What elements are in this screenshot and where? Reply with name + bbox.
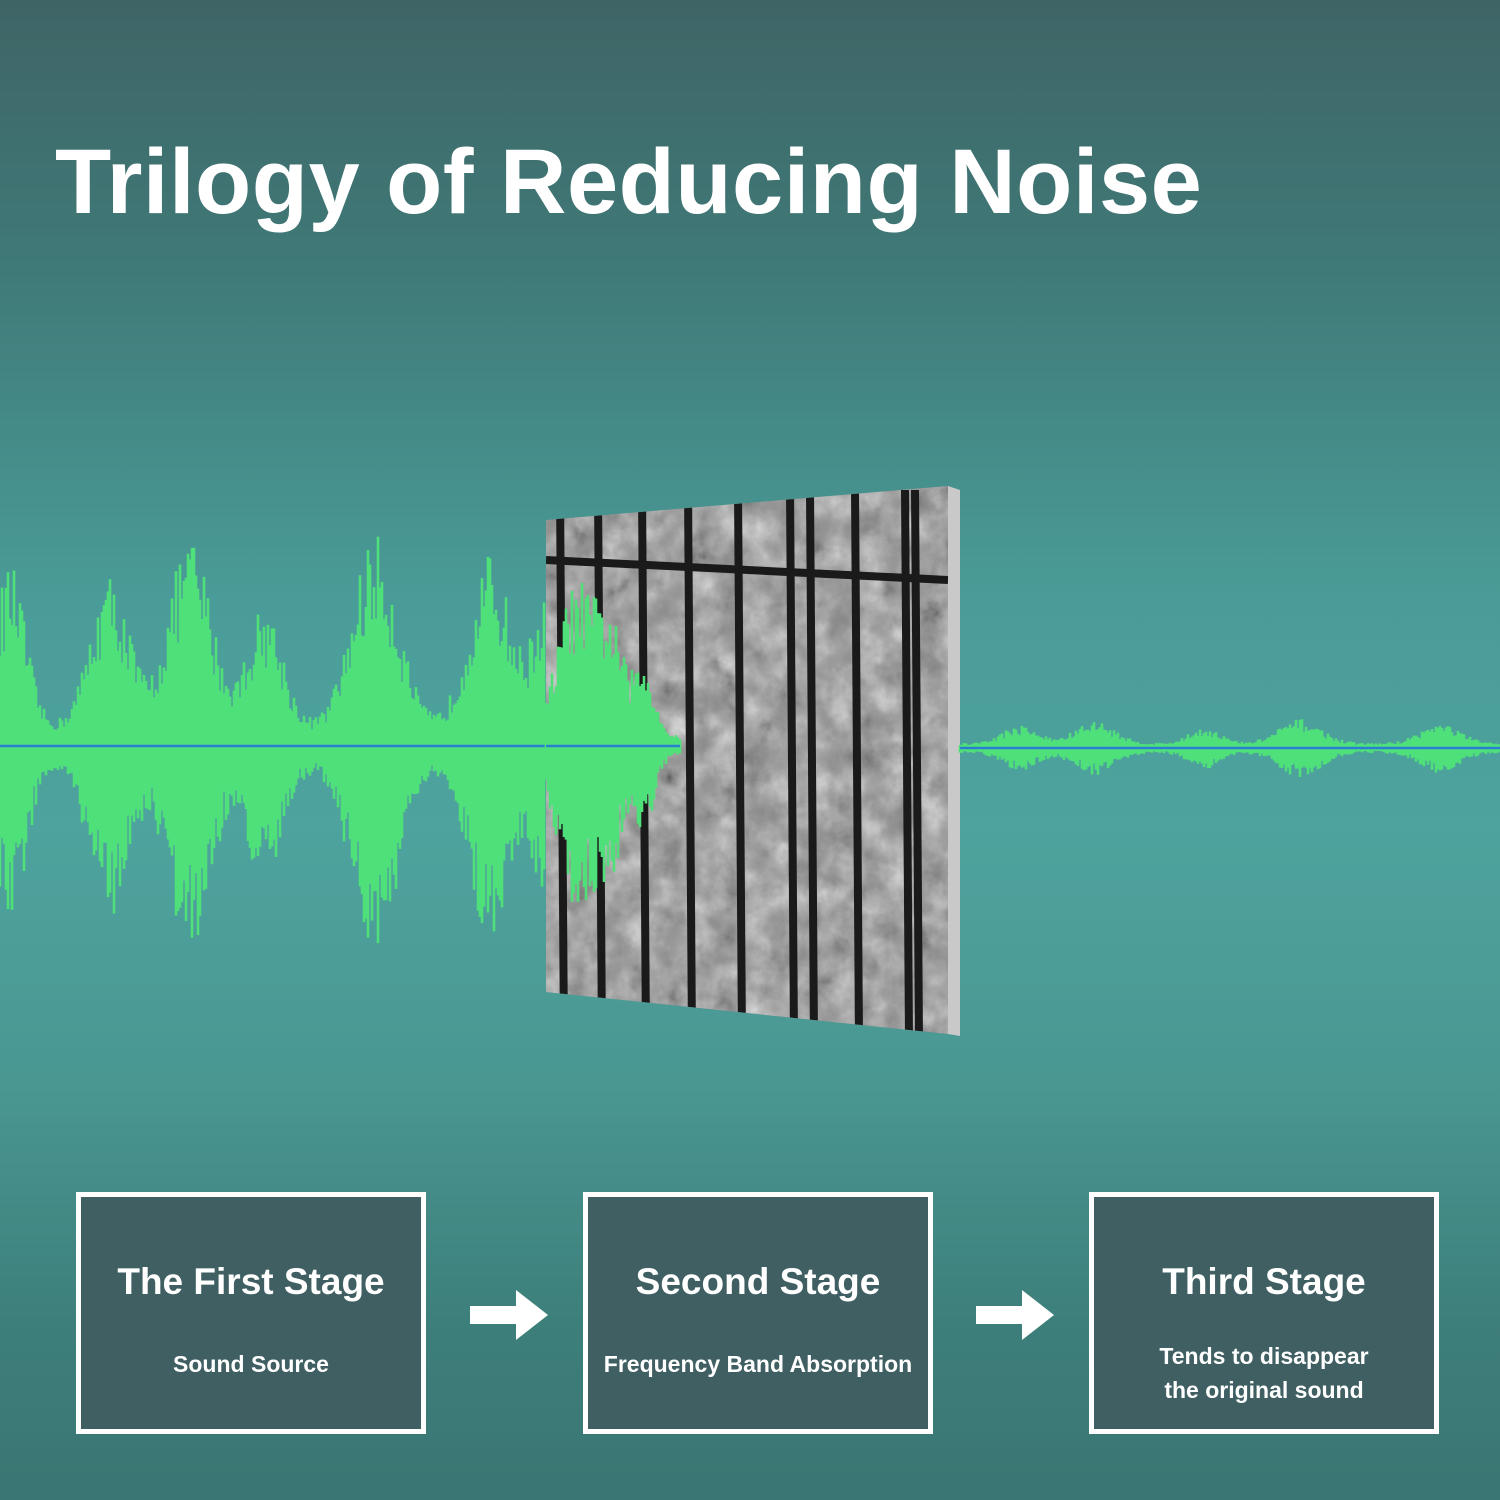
loud-sound-waveform bbox=[0, 536, 546, 944]
panel-texture-bar bbox=[684, 489, 696, 1034]
panel-face bbox=[546, 486, 948, 1034]
right-arrow-icon bbox=[976, 1290, 1054, 1340]
panel-texture-bar bbox=[734, 489, 746, 1034]
stage-description: Tends to disappear the original sound bbox=[1094, 1339, 1434, 1407]
panel-texture-bar bbox=[786, 489, 798, 1034]
panel-texture-bar bbox=[851, 489, 863, 1034]
panel-texture-bar bbox=[546, 556, 948, 584]
panel-texture-bar bbox=[911, 489, 923, 1034]
panel-texture-bar bbox=[901, 489, 913, 1034]
page-title: Trilogy of Reducing Noise bbox=[55, 131, 1203, 233]
stage-box-second: Second Stage Frequency Band Absorption bbox=[583, 1192, 933, 1434]
stage-title: Second Stage bbox=[635, 1261, 881, 1302]
stage-title: The First Stage bbox=[117, 1261, 385, 1302]
stage-title: Third Stage bbox=[1162, 1261, 1366, 1302]
panel-texture-bar bbox=[806, 489, 818, 1034]
stage-description-line: Tends to disappear bbox=[1159, 1343, 1369, 1369]
stage-description: Sound Source bbox=[173, 1351, 329, 1377]
panel-edge bbox=[948, 486, 960, 1036]
stage-box-third: Third Stage Tends to disappear the origi… bbox=[1089, 1192, 1439, 1434]
stage-description-line: the original sound bbox=[1164, 1377, 1364, 1403]
acoustic-panel bbox=[546, 486, 960, 1036]
absorbed-sound-waveform bbox=[544, 582, 682, 902]
right-arrow-icon bbox=[470, 1290, 548, 1340]
reduced-sound-waveform bbox=[958, 719, 1500, 777]
stage-description: Frequency Band Absorption bbox=[603, 1351, 913, 1377]
stage-box-first: The First Stage Sound Source bbox=[76, 1192, 426, 1434]
